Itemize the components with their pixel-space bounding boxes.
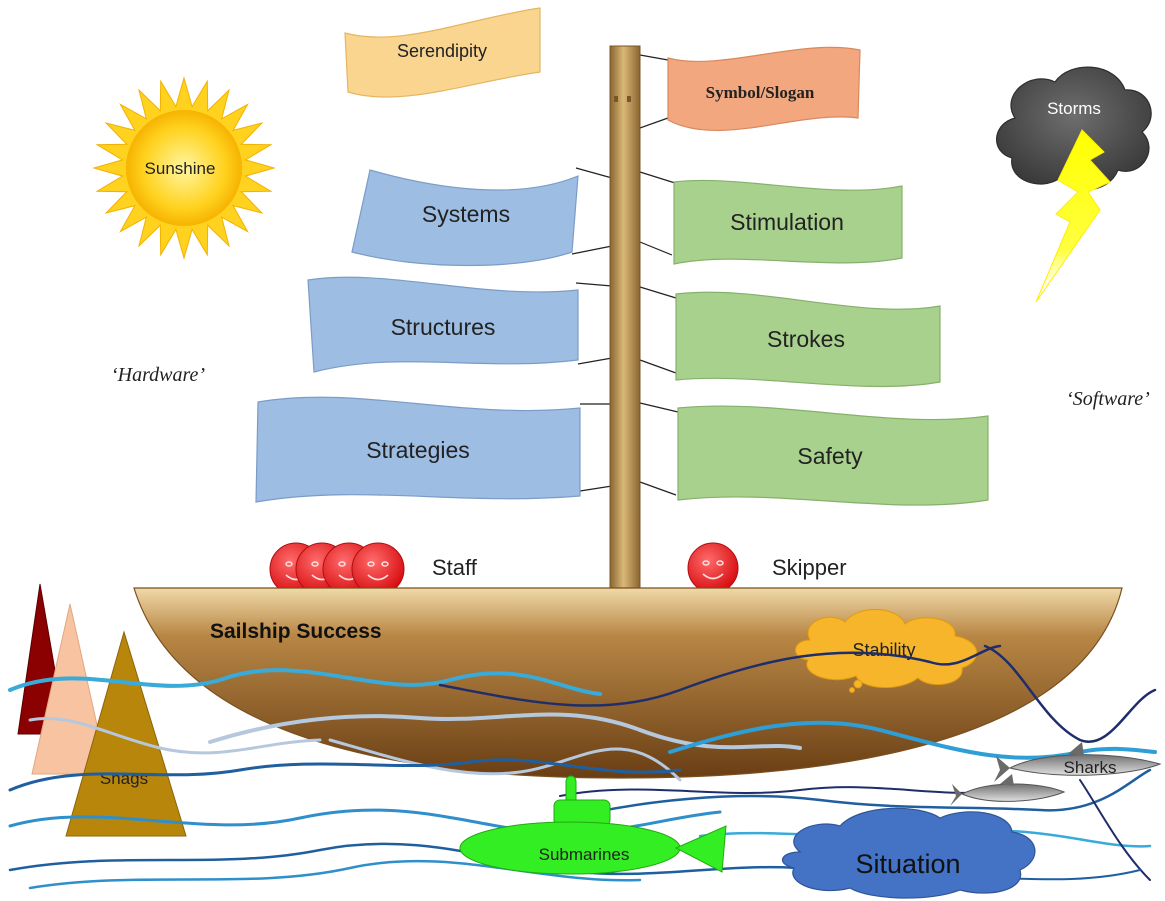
storms-label: Storms bbox=[1047, 99, 1101, 118]
situation-label: Situation bbox=[855, 849, 960, 879]
shark-icon: Sharks bbox=[994, 742, 1162, 782]
safety-label: Safety bbox=[797, 443, 863, 469]
structures-label: Structures bbox=[391, 314, 496, 340]
skipper-face-icon bbox=[687, 542, 739, 594]
sunshine-sun-icon: Sunshine bbox=[92, 76, 276, 260]
snags-cones: Snags bbox=[17, 583, 187, 837]
sail-strokes: Strokes bbox=[675, 291, 941, 388]
hardware-label: ‘Hardware’ bbox=[111, 364, 205, 386]
serendipity-label: Serendipity bbox=[397, 41, 487, 61]
lightning-bolt-icon bbox=[1035, 129, 1111, 303]
systems-label: Systems bbox=[422, 201, 510, 227]
submarine-icon: Submarines bbox=[459, 775, 727, 875]
symbol-slogan-label: Symbol/Slogan bbox=[706, 83, 815, 102]
software-label: ‘Software’ bbox=[1066, 388, 1150, 410]
serendipity-flag: Serendipity bbox=[344, 7, 541, 98]
staff-label: Staff bbox=[432, 555, 478, 580]
skipper-label: Skipper bbox=[772, 555, 847, 580]
sail-safety: Safety bbox=[677, 405, 989, 506]
sail-stimulation: Stimulation bbox=[673, 179, 903, 265]
ship-name-label: Sailship Success bbox=[210, 620, 382, 643]
shark-small-icon bbox=[950, 774, 1066, 806]
snags-label: Snags bbox=[100, 769, 148, 788]
strokes-label: Strokes bbox=[767, 326, 845, 352]
sail-structures: Structures bbox=[307, 276, 579, 373]
sharks-label: Sharks bbox=[1064, 758, 1117, 777]
symbol-slogan-flag: Symbol/Slogan bbox=[667, 46, 861, 132]
sail-strategies: Strategies bbox=[255, 396, 581, 503]
sunshine-label: Sunshine bbox=[145, 159, 216, 178]
staff-faces-icon bbox=[269, 542, 405, 596]
sail-systems: Systems bbox=[351, 169, 579, 267]
storm-cloud-icon: Storms bbox=[996, 66, 1152, 191]
submarines-label: Submarines bbox=[539, 845, 630, 864]
stimulation-label: Stimulation bbox=[730, 209, 844, 235]
rigging-lines bbox=[571, 54, 679, 496]
situation-cloud-icon: Situation bbox=[782, 807, 1036, 899]
strategies-label: Strategies bbox=[366, 437, 470, 463]
mast bbox=[609, 45, 641, 611]
